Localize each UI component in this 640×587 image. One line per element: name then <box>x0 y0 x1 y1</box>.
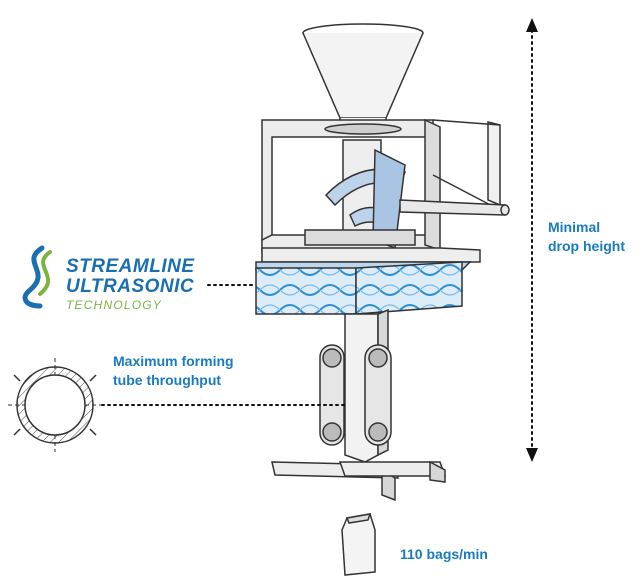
bag-rate-label: 110 bags/min <box>400 546 488 562</box>
streamline-logo-icon <box>22 245 52 309</box>
mount-plate <box>261 229 481 263</box>
arrow-up-icon <box>526 18 538 32</box>
leader-lines <box>101 18 538 462</box>
arrow-down-icon <box>526 448 538 462</box>
auger-screw <box>324 139 406 250</box>
forming-label-line1: Maximum forming <box>113 353 234 369</box>
finished-bag <box>341 513 376 576</box>
brand-line-technology: TECHNOLOGY <box>66 298 163 312</box>
forming-label-line2: tube throughput <box>113 372 222 388</box>
pull-belts <box>319 344 392 446</box>
sealing-jaws <box>271 460 447 502</box>
side-rod <box>399 199 510 216</box>
drop-height-label-line2: drop height <box>548 238 625 254</box>
hopper-funnel <box>302 23 424 129</box>
brand-line-streamline: STREAMLINE <box>66 256 195 277</box>
drop-height-label-line1: Minimal <box>548 219 601 235</box>
brand-line-ultrasonic: ULTRASONIC <box>66 276 195 297</box>
ultrasonic-sealing-block <box>255 261 472 315</box>
tube-cross-section-icon <box>8 358 102 452</box>
